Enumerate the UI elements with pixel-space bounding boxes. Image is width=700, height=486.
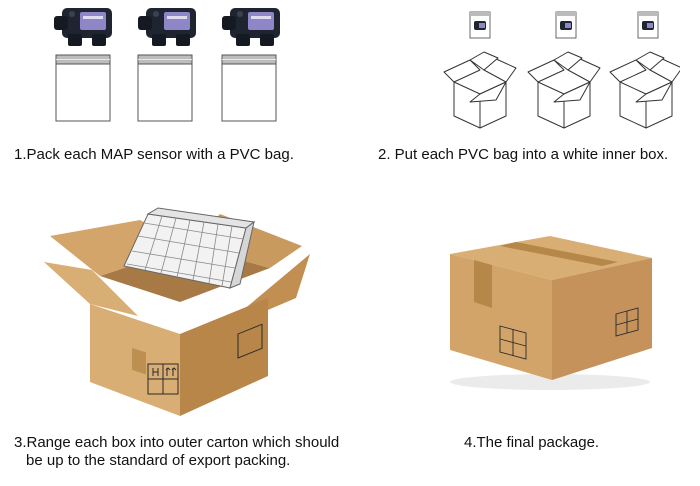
pvc-bag-icon (469, 11, 491, 39)
step-1-illustration (40, 0, 300, 130)
step-4-drawing (450, 236, 652, 390)
step-3-drawing (44, 207, 310, 416)
pvc-bag-icon (555, 11, 577, 39)
step-1-caption: 1.Pack each MAP sensor with a PVC bag. (14, 146, 294, 163)
final-carton-icon (450, 236, 652, 390)
step-4-caption: 4.The final package. (464, 434, 600, 451)
step-3-illustration (40, 206, 320, 420)
step-3-caption-line1: 3.Range each box into outer carton which… (14, 434, 340, 451)
inner-box-icon (609, 51, 680, 129)
step-2-caption: 2. Put each PVC bag into a white inner b… (378, 146, 669, 163)
step-2-illustration (430, 10, 680, 130)
pvc-bag-icon (55, 54, 111, 122)
map-sensor-icon (138, 8, 196, 46)
step-1-drawing (54, 8, 280, 122)
handling-symbols-icon (147, 323, 263, 395)
step-3-caption-line2: be up to the standard of export packing. (26, 452, 291, 469)
pvc-bag-icon (137, 54, 193, 122)
inner-box-icon (527, 51, 601, 129)
pvc-bag-icon (221, 54, 277, 122)
inner-box-icon (443, 51, 517, 129)
inner-box-stack (123, 207, 256, 289)
step-3-caption: 3.Range each box into outer carton which… (14, 434, 339, 470)
outer-carton-icon (44, 207, 310, 416)
map-sensor-icon (54, 8, 112, 46)
step-4-illustration (440, 232, 660, 392)
step-2-drawing (443, 11, 680, 129)
map-sensor-icon (222, 8, 280, 46)
pvc-bag-icon (637, 11, 659, 39)
handling-symbols-icon (499, 307, 639, 360)
